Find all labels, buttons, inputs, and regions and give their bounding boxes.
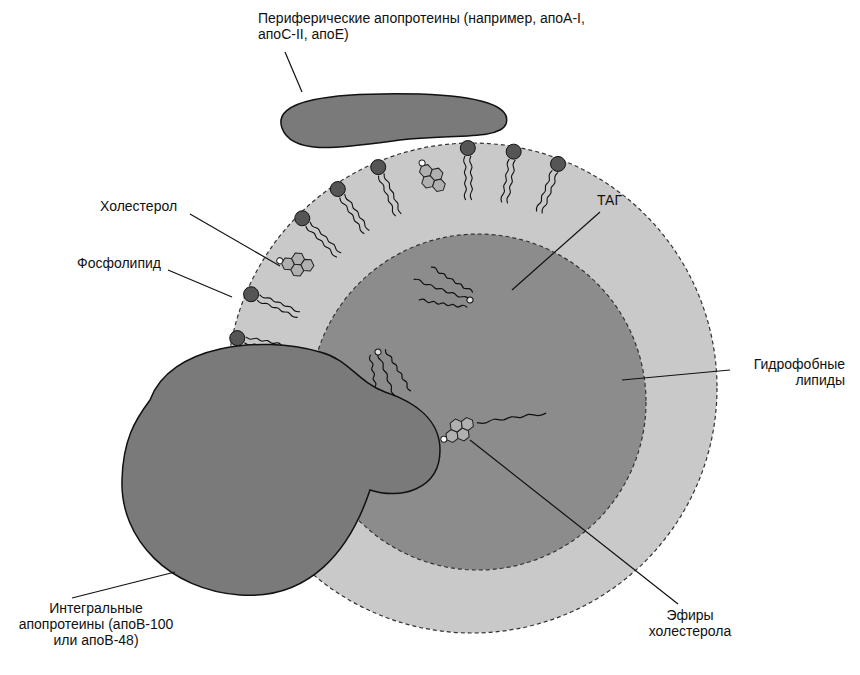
leader-line — [72, 572, 175, 598]
lipid-tail — [536, 170, 552, 211]
phospholipid-head — [371, 160, 386, 175]
phospholipid-head — [244, 287, 259, 302]
fatty-acid-tail — [477, 412, 547, 424]
lipid-tail — [310, 222, 341, 253]
phospholipid-head — [551, 156, 566, 171]
steroid-ring — [431, 178, 446, 192]
peripheral-apoprotein — [281, 94, 507, 148]
leader-lines — [72, 52, 730, 604]
triacylglycerol — [408, 262, 480, 317]
lipid-tail — [379, 176, 396, 217]
fatty-acid-tail — [413, 278, 470, 301]
phospholipid — [330, 182, 369, 234]
phospholipid — [371, 160, 402, 217]
cholesterol-molecule — [275, 244, 316, 282]
callout-label: Гидрофобные липиды — [735, 356, 845, 388]
fatty-acid-tail — [428, 266, 477, 292]
fatty-acid-tail — [385, 346, 411, 395]
leader-line — [190, 214, 280, 266]
phospholipid-head — [230, 331, 245, 346]
callout-label: Холестерол — [100, 198, 210, 214]
steroid-ring — [299, 257, 316, 274]
leader-line — [622, 370, 730, 380]
phospholipid — [244, 287, 301, 318]
leader-line — [512, 212, 600, 290]
callout-label: Эфиры холестерола — [630, 607, 750, 639]
phospholipid — [536, 156, 565, 213]
lipid-tail — [257, 300, 298, 317]
steroid-ring — [429, 167, 444, 181]
phospholipid-head — [460, 141, 475, 156]
phospholipid — [460, 141, 475, 201]
phospholipid-head — [330, 182, 345, 197]
steroid-ring — [450, 418, 463, 432]
callout-label: Фосфолипид — [77, 255, 187, 271]
glycerol — [374, 348, 382, 356]
integral-apoprotein — [122, 344, 440, 595]
lipid-tail — [470, 156, 473, 200]
leader-line — [470, 440, 678, 604]
lipid-tail — [345, 194, 370, 230]
cholesterol-molecule — [438, 406, 548, 444]
phospholipid — [501, 144, 521, 203]
leader-line — [168, 270, 232, 297]
lipid-tail — [542, 172, 558, 213]
lipid-tail — [260, 295, 301, 312]
steroid-ring — [461, 417, 474, 431]
phospholipid-head — [506, 144, 521, 159]
lipid-tail — [507, 160, 515, 203]
callout-label: Интегральные апопротеины (апоВ-100 или а… — [6, 600, 186, 648]
glycerol — [466, 296, 474, 304]
phospholipid-head — [295, 211, 310, 226]
fatty-acid-tail — [419, 290, 468, 316]
callout-label: Периферические апопротеины (например, ап… — [258, 10, 588, 42]
callout-label: ТАГ — [597, 192, 647, 208]
phospholipid-layer — [230, 141, 566, 353]
cholesterol-molecule — [417, 156, 446, 194]
lipid-tail — [306, 226, 337, 257]
hydroxyl-group — [440, 436, 447, 443]
leader-line — [285, 52, 302, 92]
phospholipid — [295, 211, 341, 257]
hydroxyl-group — [419, 159, 426, 166]
lipid-tail — [384, 173, 401, 214]
lipid-tail — [464, 156, 467, 200]
